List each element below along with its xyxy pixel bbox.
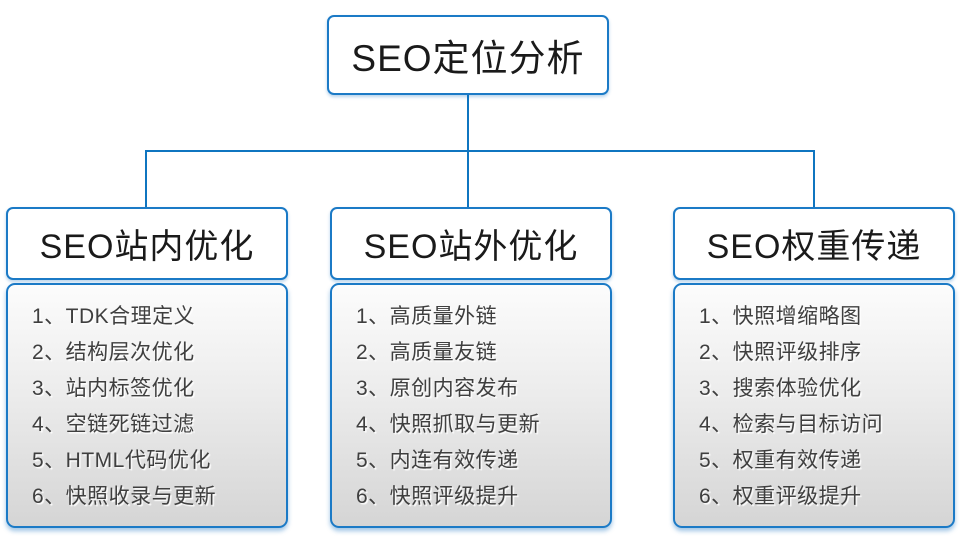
branch-panel-offsite: 1、高质量外链 2、高质量友链 3、原创内容发布 4、快照抓取与更新 5、内连有… — [330, 283, 612, 528]
list-item: 6、快照评级提升 — [356, 485, 519, 508]
root-node-title: SEO定位分析 — [351, 38, 585, 79]
list-item: 1、TDK合理定义 — [32, 305, 196, 328]
branch-header-offsite-title: SEO站外优化 — [363, 228, 579, 266]
root-node: SEO定位分析 — [327, 15, 609, 95]
list-item: 6、权重评级提升 — [699, 485, 862, 508]
list-item: 2、结构层次优化 — [32, 341, 195, 364]
branch-header-weight-title: SEO权重传递 — [706, 228, 922, 266]
connector-horizontal — [146, 150, 814, 152]
branch-header-offsite: SEO站外优化 — [330, 207, 612, 280]
list-item: 4、检索与目标访问 — [699, 413, 884, 436]
connector-right-vertical — [813, 150, 815, 208]
branch-header-onsite: SEO站内优化 — [6, 207, 288, 280]
branch-panel-onsite: 1、TDK合理定义 2、结构层次优化 3、站内标签优化 4、空链死链过滤 5、H… — [6, 283, 288, 528]
list-item: 5、HTML代码优化 — [32, 449, 211, 472]
list-item: 4、空链死链过滤 — [32, 413, 195, 436]
list-item: 1、快照增缩略图 — [699, 305, 862, 328]
list-item: 4、快照抓取与更新 — [356, 413, 541, 436]
list-item: 5、权重有效传递 — [699, 449, 862, 472]
list-item: 2、快照评级排序 — [699, 341, 862, 364]
branch-panel-weight: 1、快照增缩略图 2、快照评级排序 3、搜索体验优化 4、检索与目标访问 5、权… — [673, 283, 955, 528]
list-item: 3、原创内容发布 — [356, 377, 519, 400]
list-item: 1、高质量外链 — [356, 305, 498, 328]
list-item: 2、高质量友链 — [356, 341, 498, 364]
list-item: 6、快照收录与更新 — [32, 485, 217, 508]
list-item: 3、搜索体验优化 — [699, 377, 862, 400]
connector-left-vertical — [145, 150, 147, 208]
list-item: 3、站内标签优化 — [32, 377, 195, 400]
branch-header-onsite-title: SEO站内优化 — [39, 228, 255, 266]
branch-header-weight: SEO权重传递 — [673, 207, 955, 280]
list-item: 5、内连有效传递 — [356, 449, 519, 472]
